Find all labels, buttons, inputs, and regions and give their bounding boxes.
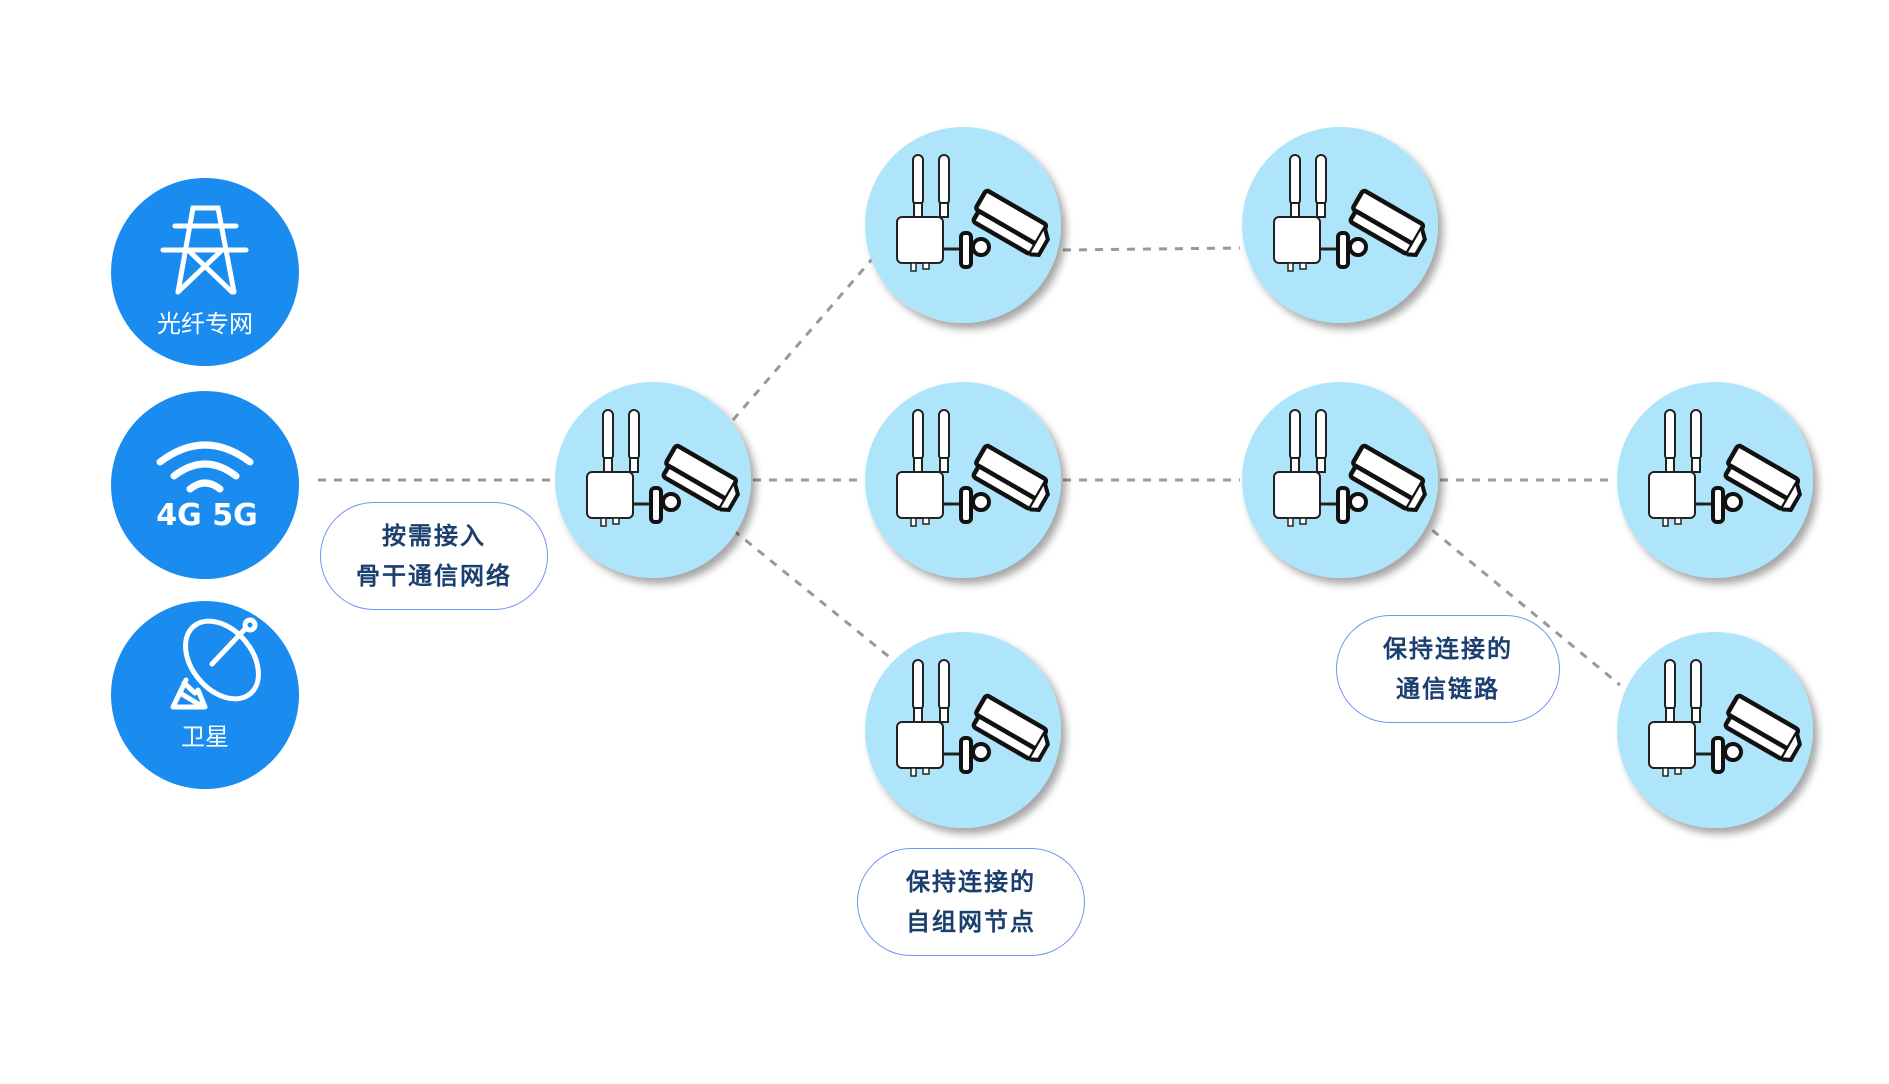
callout-line: 通信链路: [1396, 675, 1500, 703]
source-label: 光纤专网: [157, 310, 253, 338]
node-c3-mid: [1242, 382, 1438, 578]
node-hub: [555, 382, 751, 578]
links: [318, 246, 1621, 687]
node-c3-top: [1242, 127, 1438, 323]
source-satellite: 卫星: [111, 601, 299, 789]
source-label: 卫星: [181, 723, 229, 751]
node-c2-mid: [865, 382, 1061, 578]
callout-line: 按需接入: [382, 522, 486, 550]
link-c2-top-c3-top: [1062, 246, 1241, 252]
callout-line: 骨干通信网络: [356, 562, 512, 590]
link-hub-c2-bot: [732, 528, 894, 662]
node-c2-top: [865, 127, 1061, 323]
wifi-signal-icon: [156, 441, 254, 493]
source-label: 4G 5G: [156, 498, 257, 533]
link-c3-mid-c4-bot: [1419, 518, 1621, 687]
node-c2-bot: [865, 632, 1061, 828]
node-c4-bot: [1617, 632, 1813, 828]
callout-backbone: 按需接入 骨干通信网络: [320, 502, 548, 610]
callout-links: 保持连接的 通信链路: [1336, 615, 1560, 723]
callout-nodes: 保持连接的 自组网节点: [857, 848, 1085, 956]
power-tower-icon: [160, 205, 249, 295]
callout-line: 保持连接的: [1383, 635, 1513, 663]
node-c4-mid: [1617, 382, 1813, 578]
source-fiber: 光纤专网: [111, 178, 299, 366]
callout-line: 自组网节点: [906, 908, 1036, 936]
callout-line: 保持连接的: [906, 868, 1036, 896]
source-cellular: 4G 5G: [111, 391, 299, 579]
satellite-dish-icon: [170, 617, 261, 710]
link-hub-c2-top: [731, 257, 875, 421]
